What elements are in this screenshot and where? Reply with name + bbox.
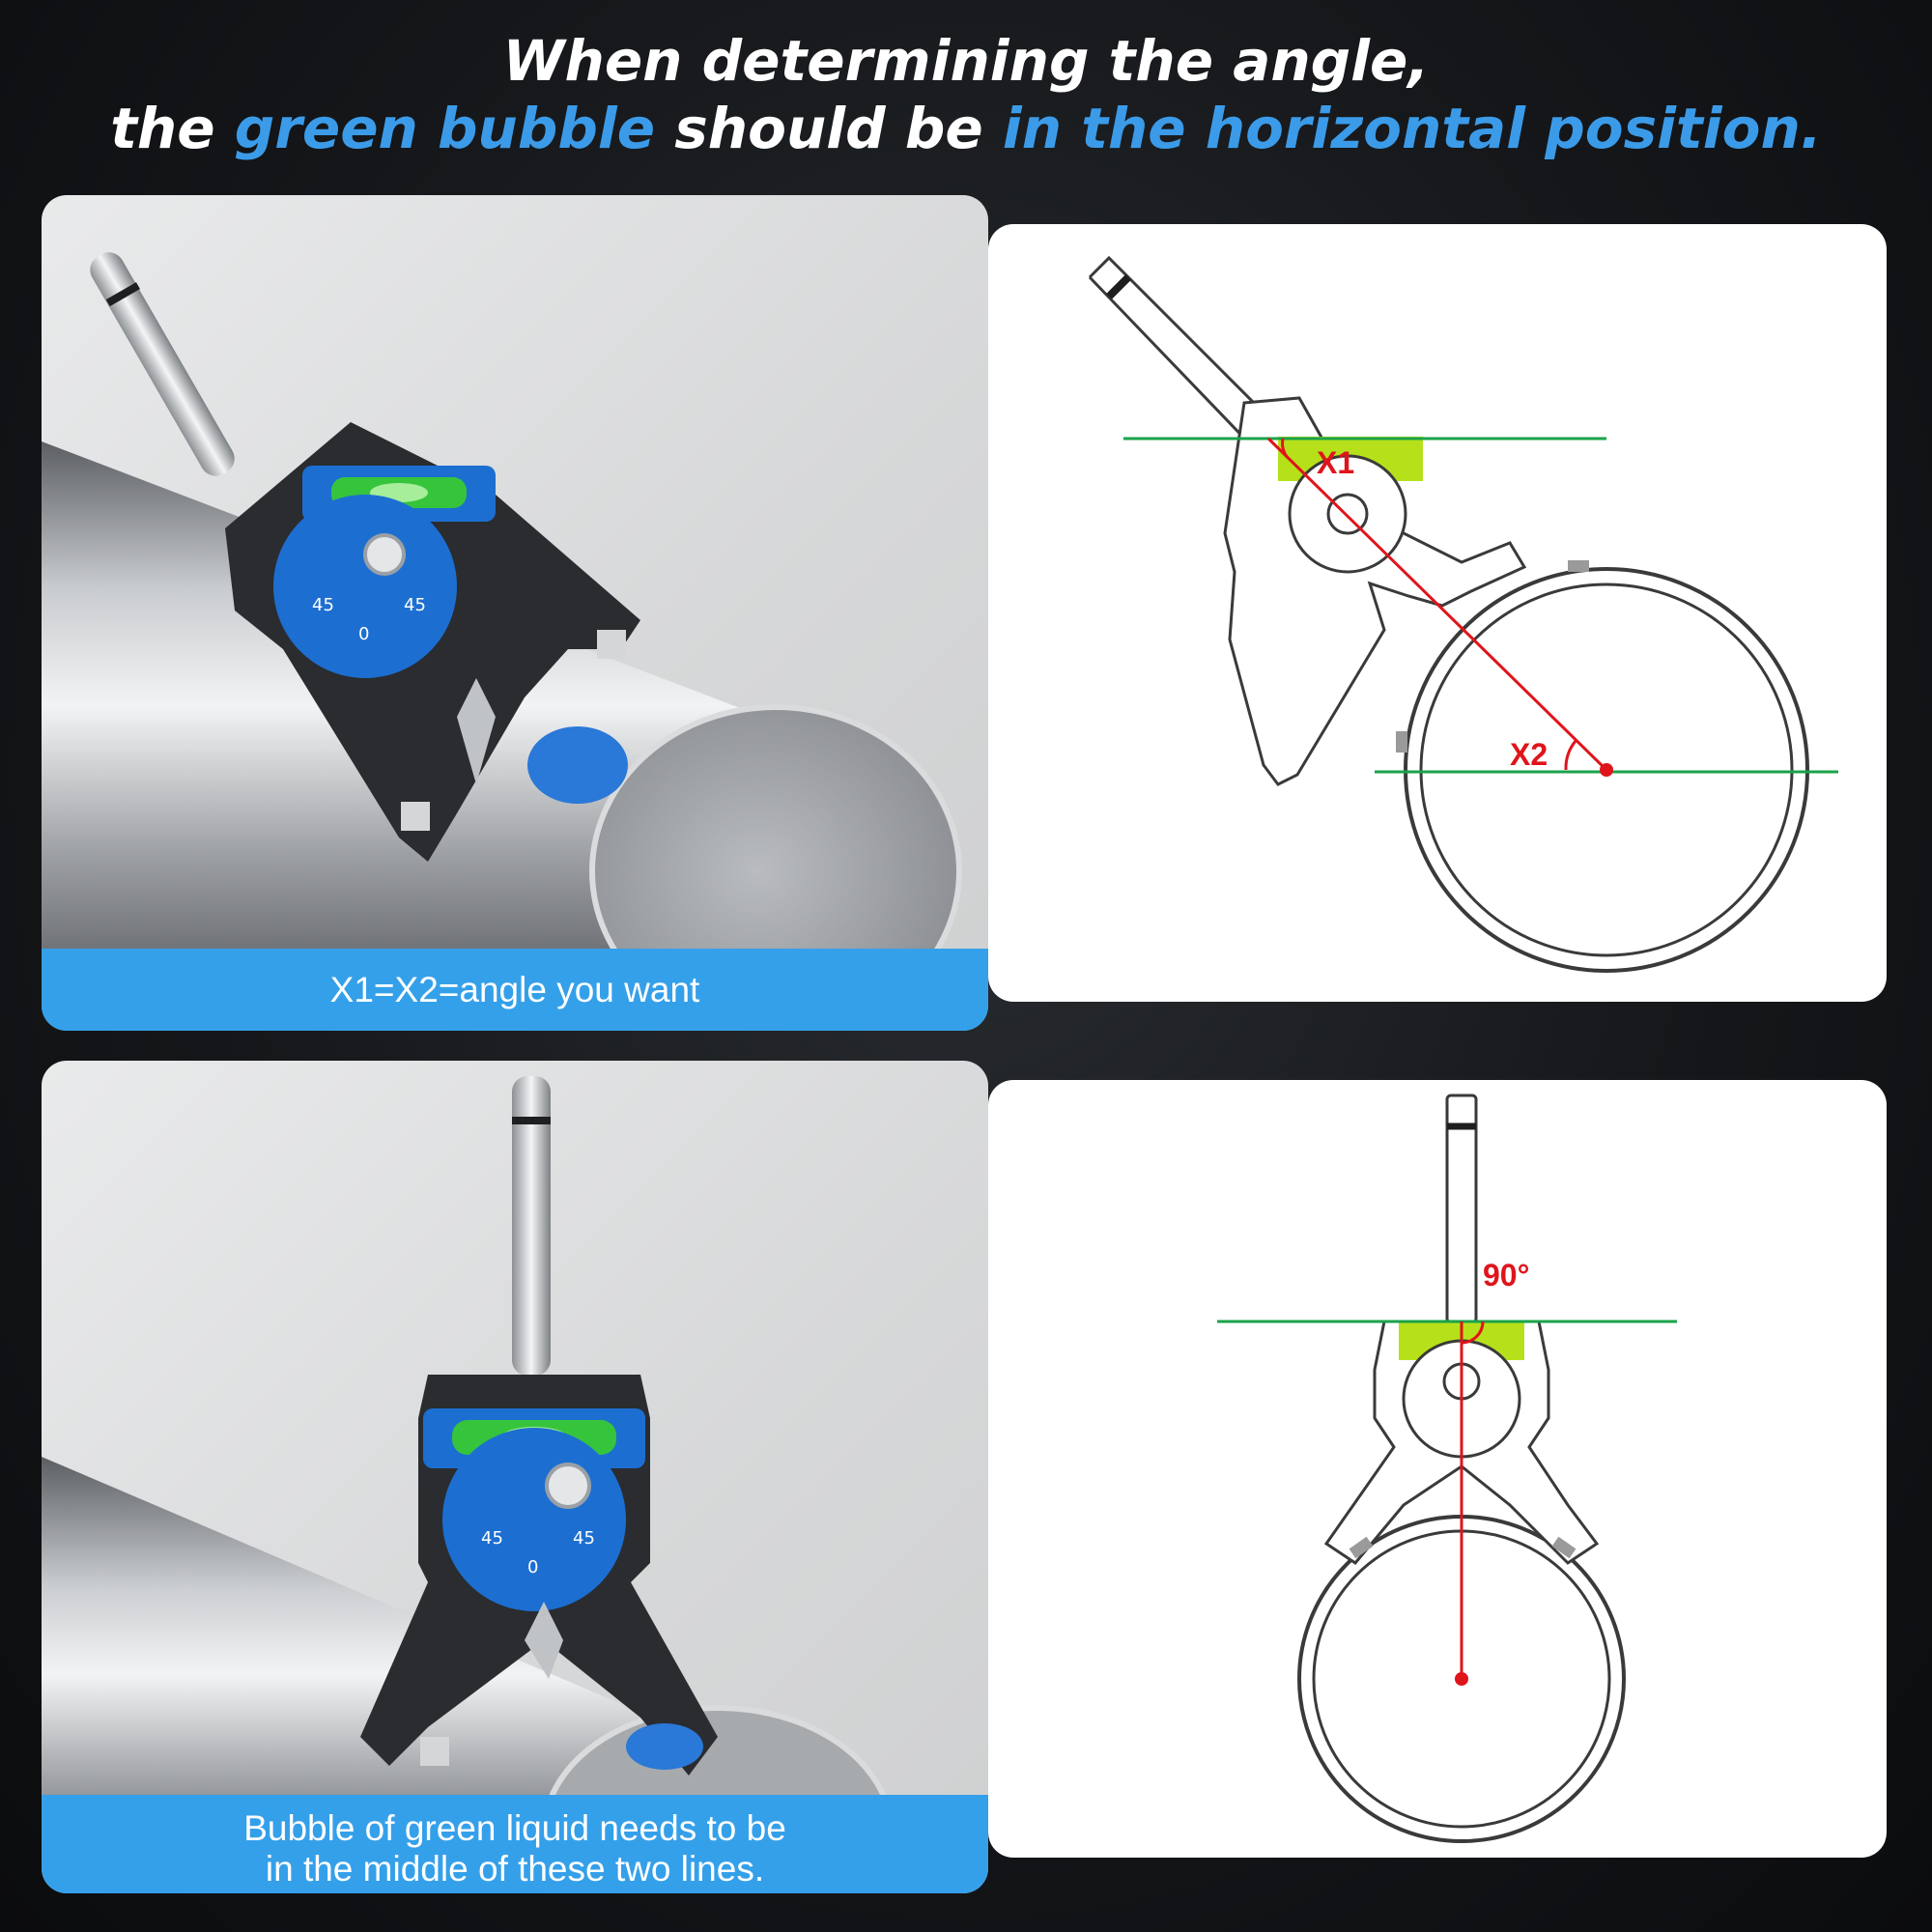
diagram-panel-vertical: 90°	[988, 1080, 1887, 1858]
caption-vertical: Bubble of green liquid needs to be in th…	[42, 1795, 988, 1893]
dial-tick: 45	[573, 1528, 595, 1548]
pipe-icon: 45 0 45	[42, 252, 962, 1031]
headline: When determining the angle, the green bu…	[0, 27, 1932, 162]
headline-text: the	[110, 96, 235, 161]
headline-line-1: When determining the angle,	[502, 28, 1430, 94]
center-finder-tool-icon: 45 0 45	[360, 1076, 718, 1776]
center-finder-tool-icon: 90°	[1217, 1094, 1677, 1843]
center-finder-tool-icon: X1 X2	[1088, 255, 1838, 973]
center-finder-tool-icon: 45 0 45	[90, 252, 640, 862]
caption-line-1: Bubble of green liquid needs to be	[243, 1808, 786, 1848]
headline-accent-green-bubble: green bubble	[234, 96, 656, 161]
caption-line-2: in the middle of these two lines.	[265, 1849, 765, 1889]
headline-text: should be	[655, 96, 1003, 161]
dial-tick: 0	[358, 624, 369, 644]
photo-panel-vertical: 45 0 45 Bubble of green liquid needs to …	[42, 1061, 988, 1893]
dial-tick: 0	[527, 1557, 538, 1577]
pipe-icon: 45 0 45	[42, 1076, 895, 1893]
caption-angled: X1=X2=angle you want	[42, 949, 988, 1031]
protractor-dial-icon	[273, 495, 457, 678]
caption-text: X1=X2=angle you want	[329, 970, 700, 1009]
label-x1: X1	[1317, 445, 1354, 480]
label-90-degrees: 90°	[1483, 1258, 1529, 1293]
dial-tick: 45	[404, 595, 426, 615]
headline-accent-horizontal: in the horizontal position.	[1002, 96, 1822, 161]
protractor-dial-icon	[442, 1428, 626, 1611]
diagram-panel-angled: X1 X2	[988, 224, 1887, 1002]
dial-tick: 45	[312, 595, 334, 615]
dial-tick: 45	[481, 1528, 503, 1548]
label-x2: X2	[1510, 737, 1548, 772]
photo-panel-angled: 45 0 45 X1=X2=angle you want	[42, 195, 988, 1031]
headline-line-2: the green bubble should be in the horizo…	[0, 95, 1932, 162]
